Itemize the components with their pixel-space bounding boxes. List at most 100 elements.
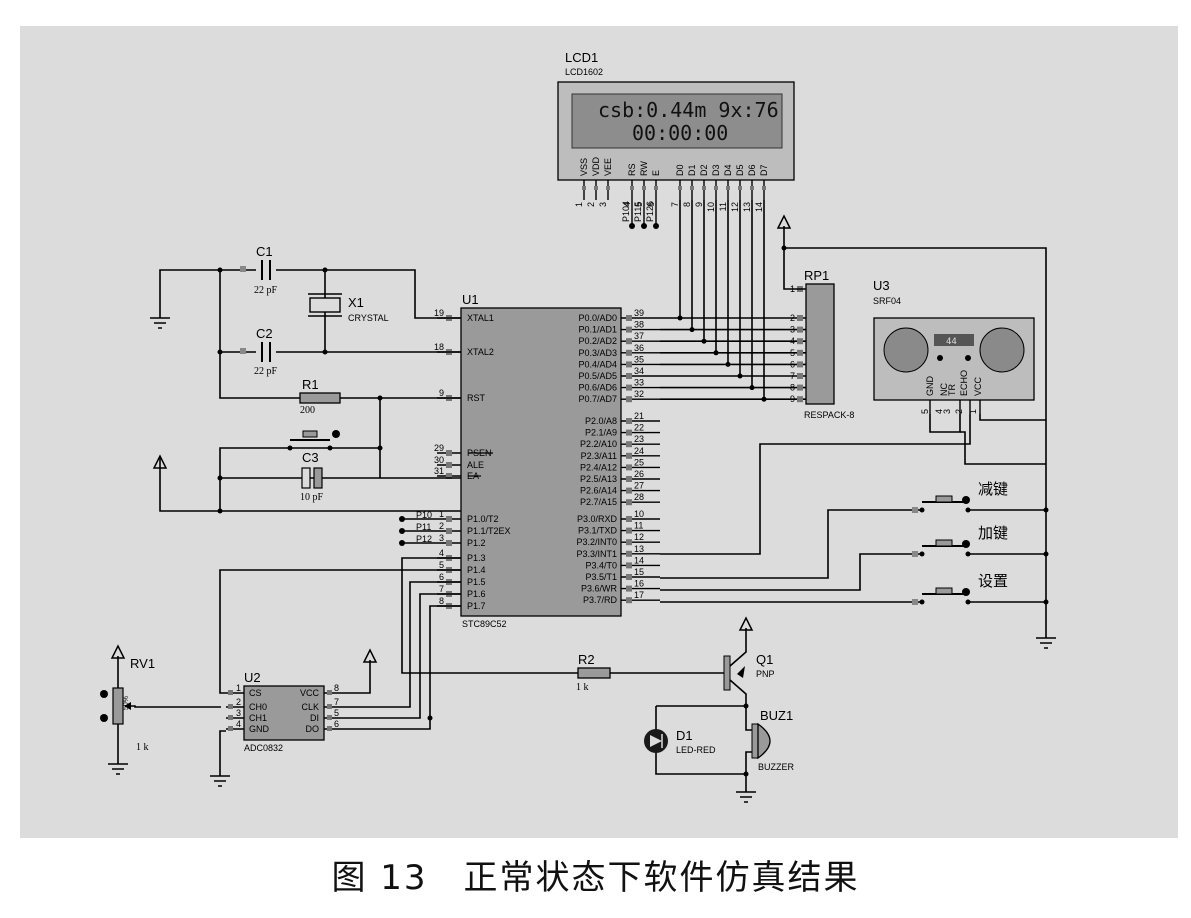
r1-resistor: [299, 392, 341, 404]
lcd-pin-label: RS: [627, 163, 637, 176]
c1-value-label: 22 pF: [254, 285, 278, 296]
c3-value-label: 10 pF: [300, 492, 324, 503]
u2-pin-name: CS: [249, 688, 262, 698]
u1-pin-name: P2.5/A13: [580, 474, 617, 484]
u1-pin-name: XTAL1: [467, 313, 494, 323]
u2-ref-label: U2: [244, 670, 261, 685]
u3-pin-label: ECHO: [959, 370, 969, 396]
lcd-pin-label: D3: [711, 164, 721, 176]
u2-pin-name: CLK: [301, 702, 319, 712]
rp1-pin-number: 5: [790, 348, 795, 358]
lcd-pins: VSS1VDD2VEE3RS4RW5E6D07D18D29D310D411D51…: [574, 156, 769, 212]
push-button[interactable]: 加键: [912, 525, 1008, 557]
x1-ref-label: X1: [348, 295, 364, 310]
u1-pin-name: P2.1/A9: [585, 428, 617, 438]
u1-pin-name: P0.7/AD7: [578, 394, 617, 404]
u1-pin-name: P1.7: [467, 601, 486, 611]
lcd-model-label: LCD1602: [565, 67, 603, 77]
u1-pin-name: P2.6/A14: [580, 486, 617, 496]
u2-pin-name: CH0: [249, 702, 267, 712]
u1-pin-number: 21: [634, 411, 644, 421]
lcd-net-label: P115: [633, 202, 643, 222]
lcd-pin-label: VEE: [603, 158, 613, 176]
u3-pin-label: GND: [925, 376, 935, 397]
u1-pin-name: P3.2/INT0: [576, 537, 617, 547]
u1-pin-name: P1.0/T2: [467, 514, 499, 524]
u1-net-label: P11: [416, 522, 431, 532]
u1-pin-name: P1.3: [467, 553, 486, 563]
u2-model-label: ADC0832: [244, 743, 283, 753]
u1-net-label: P10: [416, 510, 432, 520]
u1-pin-name: P2.7/A15: [580, 497, 617, 507]
u2-body: [243, 685, 325, 741]
push-button[interactable]: 减键: [912, 481, 1008, 513]
u1-pin-number: 30: [434, 455, 444, 465]
u1-pin-number: 38: [634, 320, 644, 330]
u1-pin-name: P3.4/T0: [585, 560, 617, 570]
u2-pin-number: 1: [236, 683, 241, 693]
button-label: 设置: [978, 573, 1008, 590]
u2-pin-number: 5: [334, 708, 339, 718]
u1-net-label: P12: [416, 534, 432, 544]
u2-pin-number: 4: [236, 719, 241, 729]
u1-pin-number: 6: [439, 572, 444, 582]
lcd-net-label: P104: [621, 201, 631, 222]
lcd-pin-number: 6: [646, 202, 656, 207]
lcd-pin-label: D4: [723, 164, 733, 176]
u1-pin-name: P2.0/A8: [585, 416, 617, 426]
lcd-pin-label: RW: [639, 161, 649, 176]
u1-pin-number: 3: [439, 533, 444, 543]
u1-pin-number: 2: [439, 521, 444, 531]
rp1-pin-number: 2: [790, 313, 795, 323]
u1-pin-number: 8: [439, 596, 444, 606]
u3-model-label: SRF04: [873, 296, 901, 306]
rv1-potentiometer: RV1 50% 1 k: [100, 644, 221, 775]
u1-pin-name: P2.2/A10: [580, 439, 617, 449]
u1-pin-number: 26: [634, 469, 644, 479]
lcd-pin-label: D1: [687, 164, 697, 176]
u1-pin-number: 31: [434, 466, 444, 476]
u1-pin-number: 1: [439, 509, 444, 519]
u1-pin-number: 7: [439, 584, 444, 594]
u3-pin-number: 4: [934, 409, 944, 414]
buz1-ref-label: BUZ1: [760, 708, 793, 723]
u3-pin-number: 2: [954, 409, 964, 414]
rp1-pin-number: 7: [790, 371, 795, 381]
u1-pin-number: 28: [634, 492, 644, 502]
u1-pin-name: RST: [467, 393, 486, 403]
lcd1602-module: LCD1 LCD1602 csb:0.44m 9x:76 00:00:00 VS…: [557, 50, 795, 229]
rv1-display: 50%: [123, 696, 130, 710]
q1-ref-label: Q1: [756, 652, 773, 667]
rp1-pin-number: 8: [790, 383, 795, 393]
u1-pin-number: 34: [634, 366, 644, 376]
u2-pin-name: VCC: [300, 688, 320, 698]
lcd-line-1: csb:0.44m 9x:76: [598, 98, 779, 122]
u1-pin-number: 14: [634, 555, 644, 565]
u1-pin-name: P1.5: [467, 577, 486, 587]
u1-pin-number: 12: [634, 532, 644, 542]
u3-pin-number: 1: [968, 409, 978, 414]
u1-pin-number: 25: [634, 457, 644, 467]
c3-ref-label: C3: [302, 450, 319, 465]
lcd-pin-number: 2: [586, 202, 596, 207]
push-button[interactable]: 设置: [912, 573, 1008, 605]
lcd-pin-number: 14: [754, 202, 764, 212]
u1-pin-number: 11: [634, 521, 643, 531]
u2-pin-number: 3: [236, 708, 241, 718]
lcd-line-2: 00:00:00: [632, 121, 728, 145]
u1-ref-label: U1: [462, 292, 479, 307]
u1-pin-name: P3.0/RXD: [577, 514, 618, 524]
u1-pin-name: P1.6: [467, 589, 486, 599]
q1-model-label: PNP: [756, 669, 775, 679]
lcd-pin-number: 10: [706, 202, 716, 212]
r1-value-label: 200: [300, 405, 315, 416]
u1-model-label: STC89C52: [462, 619, 507, 629]
u1-pin-name: P2.3/A11: [581, 451, 617, 461]
u1-pin-number: 33: [634, 378, 644, 388]
u1-pin-name: P0.5/AD5: [578, 371, 617, 381]
u2-pin-name: DO: [306, 724, 320, 734]
